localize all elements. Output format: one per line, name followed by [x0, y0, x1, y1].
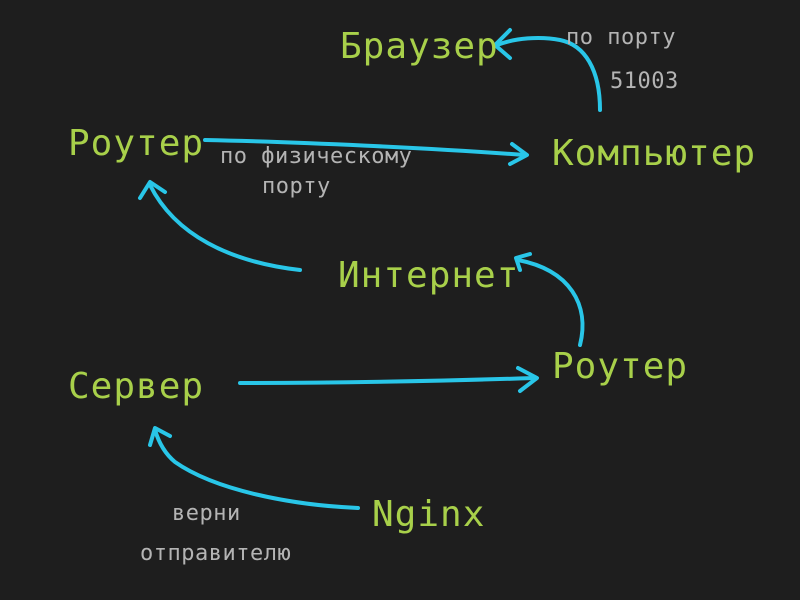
- note-return-line-2: отправителю: [140, 541, 291, 566]
- arrow-internet-to-router: [148, 183, 302, 272]
- nodes: Браузер Роутер Компьютер Интернет Сервер…: [68, 26, 756, 535]
- node-router-bottom: Роутер: [552, 346, 688, 387]
- arrowhead-internet-to-router: [138, 180, 167, 200]
- arrow-nginx-to-server: [153, 428, 360, 510]
- node-router-top: Роутер: [68, 123, 204, 164]
- note-physical-line-1: по физическому: [220, 144, 412, 169]
- node-nginx: Nginx: [372, 494, 485, 535]
- node-computer: Компьютер: [552, 133, 756, 174]
- note-port-line-2: 51003: [610, 69, 679, 94]
- arrowhead-server-to-router: [516, 366, 539, 393]
- arrowhead-computer-to-browser: [493, 28, 512, 60]
- arrow-server-to-router: [238, 376, 537, 385]
- arrow-router-to-computer: [203, 138, 527, 157]
- note-port-line-1: по порту: [566, 25, 676, 50]
- arrow-computer-to-browser: [495, 35, 602, 112]
- note-physical-line-2: порту: [262, 174, 331, 199]
- arrowhead-nginx-to-server: [148, 426, 172, 447]
- annotations: по порту 51003 по физическому порту верн…: [140, 25, 679, 566]
- arrowhead-router-to-internet: [514, 252, 532, 272]
- arrows: [138, 28, 602, 510]
- node-internet: Интернет: [338, 255, 519, 296]
- arrowhead-router-to-computer: [508, 142, 529, 166]
- node-browser: Браузер: [340, 26, 499, 67]
- node-server: Сервер: [68, 366, 204, 407]
- arrow-router-to-internet: [516, 258, 585, 347]
- note-return-line-1: верни: [172, 501, 241, 526]
